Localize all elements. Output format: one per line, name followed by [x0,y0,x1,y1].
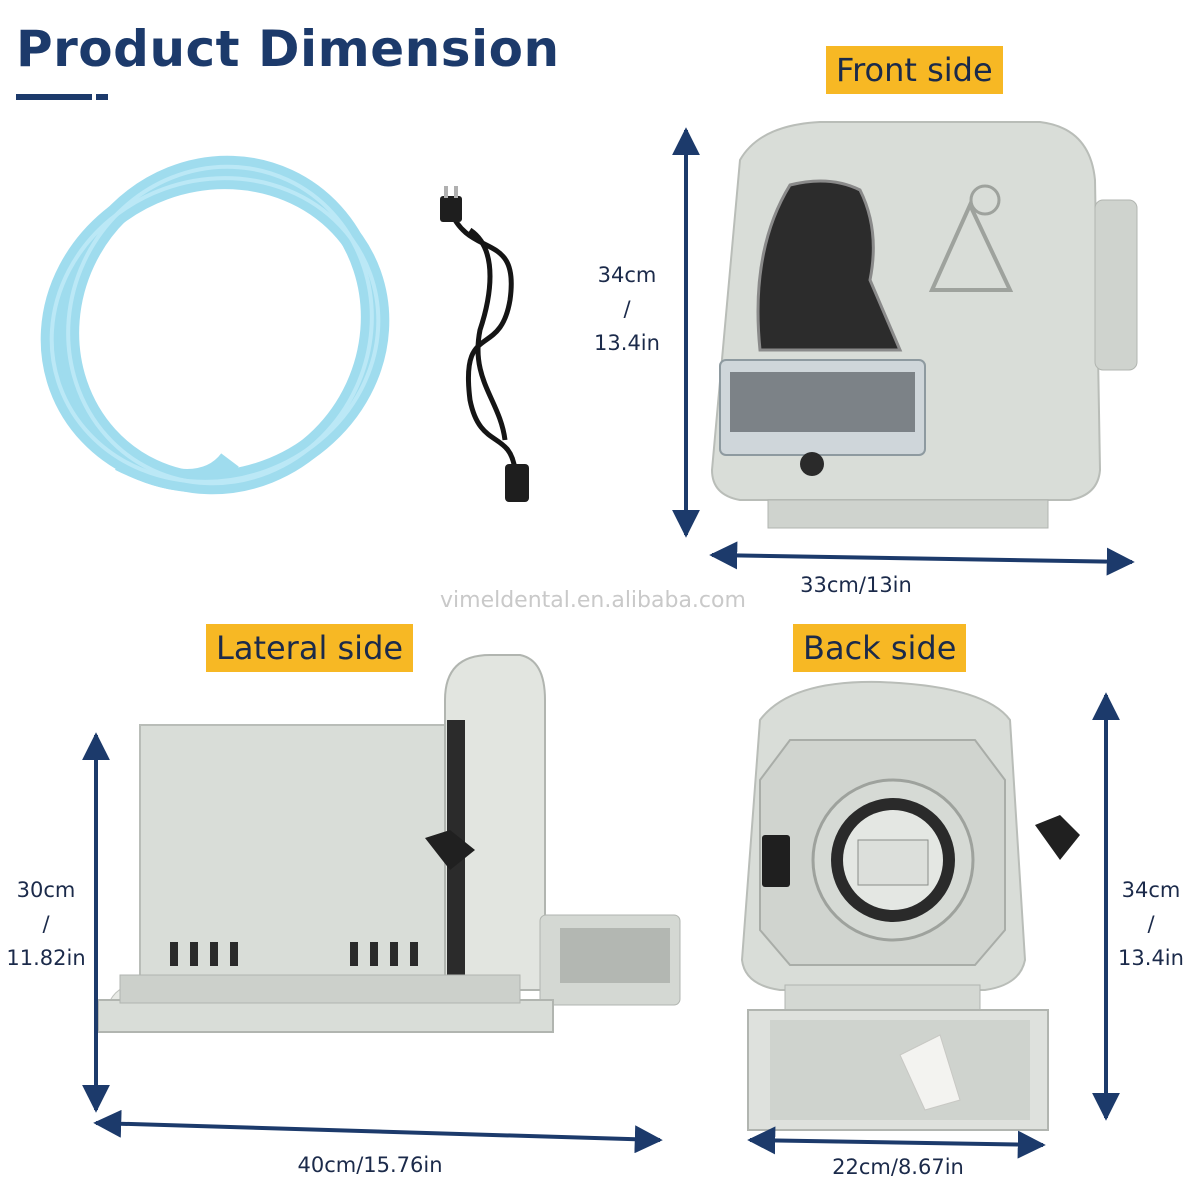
lateral-height-cm: 30cm [16,878,76,902]
front-height-sep: / [623,297,631,321]
watermark: vimeldental.en.alibaba.com [440,588,746,613]
back-height-in: 13.4in [1118,946,1184,970]
back-width-label: 22cm/8.67in [832,1155,964,1179]
lateral-height-sep: / [42,912,50,936]
back-view-machine [740,680,1080,1131]
back-height-cm: 34cm [1121,878,1181,902]
front-height-cm: 34cm [597,263,657,287]
front-view-machine [710,121,1138,529]
front-width-label: 33cm/13in [800,573,912,597]
page-title: Product Dimension [16,20,560,78]
back-side-label: Back side [793,624,967,672]
back-height-label: 34cm / 13.4in [1108,873,1194,975]
lateral-height-in: 11.82in [6,946,86,970]
title-underline [16,94,92,100]
lateral-height-label: 30cm / 11.82in [0,873,92,975]
front-height-in: 13.4in [594,331,660,355]
lateral-width-label: 40cm/15.76in [297,1153,443,1177]
front-height-label: 34cm / 13.4in [582,258,672,360]
power-cord-image [447,209,518,471]
dimension-arrows [82,127,1135,1159]
lateral-side-label: Lateral side [206,624,414,672]
front-side-label: Front side [826,46,1003,94]
title-underline-dot [96,94,108,100]
back-height-sep: / [1147,912,1155,936]
lateral-view-machine [97,654,681,1033]
